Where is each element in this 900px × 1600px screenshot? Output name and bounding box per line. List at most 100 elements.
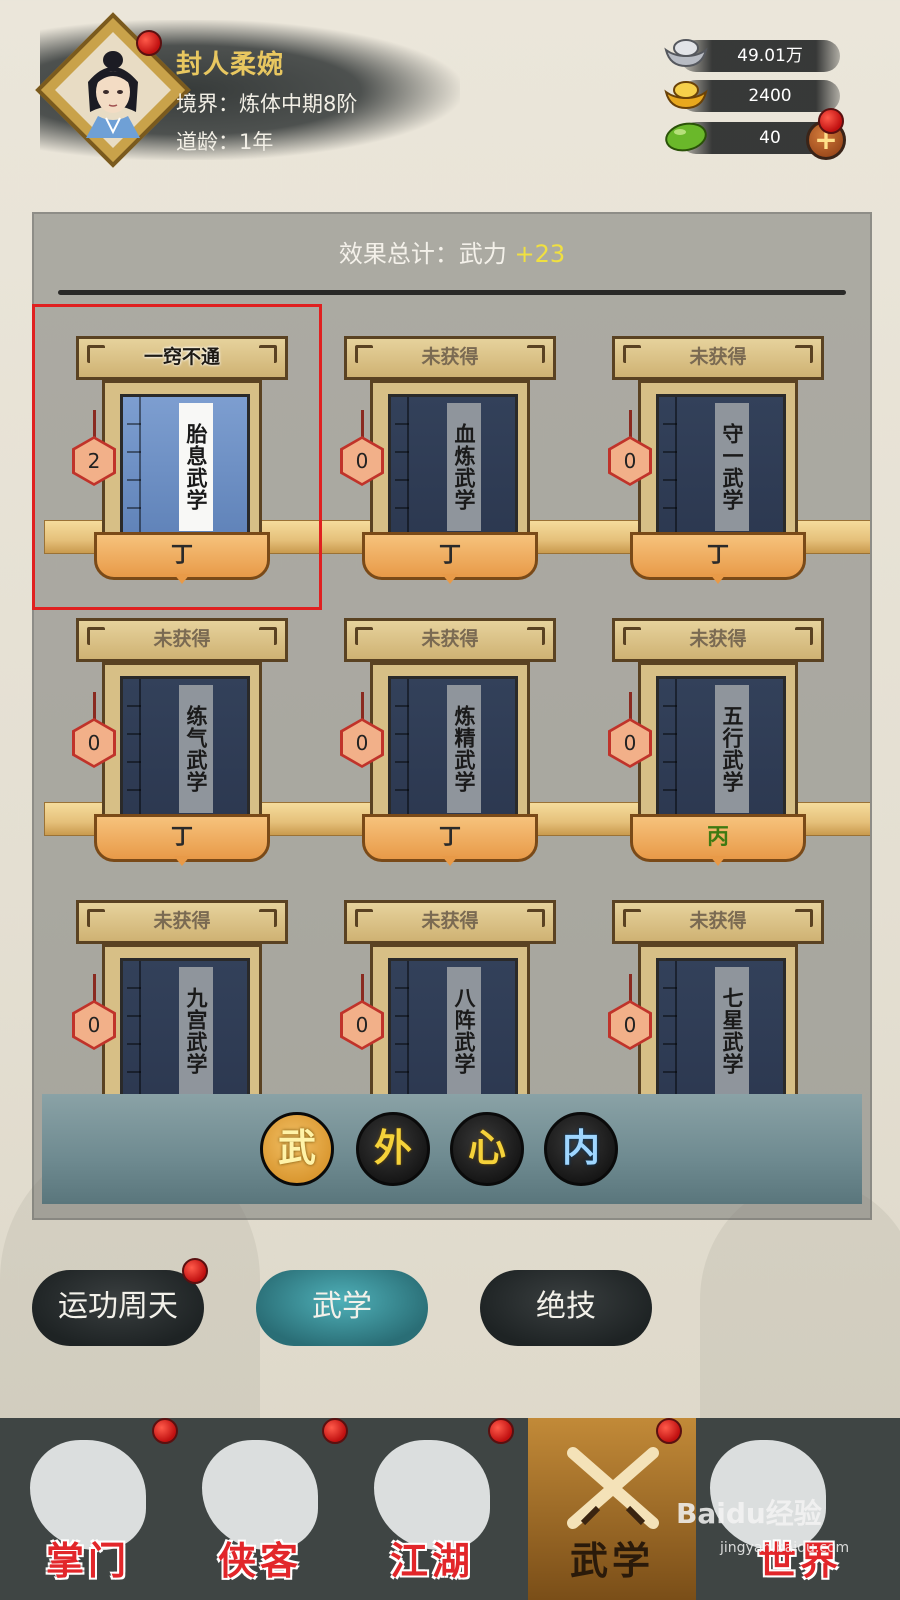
scroll-ornament [259,909,277,927]
scroll-ornament [355,627,373,645]
watermark-url: jingyan.baidu.com [720,1540,850,1556]
fan-icon [30,1440,146,1550]
nav-notification-dot [488,1418,514,1444]
book-title: 五行武学 [715,685,749,813]
book-spine [395,397,409,541]
card-header [612,618,824,662]
book-spine [663,961,677,1104]
gold-currency: 2400 [680,80,840,112]
card-header [612,900,824,944]
book-spine [395,961,409,1104]
grade-banner: 丙 [630,814,806,862]
hex-string [629,410,632,438]
card-header [76,336,288,380]
gourd-icon [374,1440,490,1550]
book-spine [127,679,141,823]
card-header [612,336,824,380]
grade-banner: 丁 [362,532,538,580]
nav-label: 武学 [569,1539,654,1583]
grade-banner: 丁 [94,532,270,580]
book-title: 九宫武学 [179,967,213,1095]
player-age: 道龄：1年 [176,130,274,154]
add-currency-notification-dot [818,108,844,134]
hex-string [93,692,96,720]
scroll-ornament [795,627,813,645]
book-icon: 炼精武学 [388,676,518,826]
book-title: 炼精武学 [447,685,481,813]
effect-summary-value: +23 [514,240,566,268]
grade-banner-tip [174,856,190,866]
count-value: 0 [611,439,649,483]
scroll-ornament [527,627,545,645]
grade-banner: 丁 [94,814,270,862]
nav-label: 侠客 [217,1539,302,1583]
card-header [76,900,288,944]
category-button-wai[interactable]: 外 [356,1112,430,1186]
book-spine [127,961,141,1104]
category-button-wu[interactable]: 武 [260,1112,334,1186]
category-button-xin[interactable]: 心 [450,1112,524,1186]
card-status: 未获得 [689,628,747,650]
card-header [344,336,556,380]
book-title: 八阵武学 [447,967,481,1095]
crossed-swords-icon [567,1447,659,1529]
background-mountain [700,1180,900,1420]
nav-item-sect-master[interactable]: 掌门 [4,1418,172,1600]
scroll-ornament [355,909,373,927]
grade-banner-tip [442,856,458,866]
player-realm: 境界：炼体中期8阶 [176,92,358,116]
grade-banner-tip [710,856,726,866]
martial-arts-card[interactable]: 未获得七星武学 0 [608,900,824,1104]
category-button-nei[interactable]: 内 [544,1112,618,1186]
count-value: 0 [343,1003,381,1047]
landscape-icon [710,1440,826,1550]
effect-summary: 效果总计：武力 +23 [34,234,870,269]
hex-string [361,692,364,720]
card-status: 未获得 [689,910,747,932]
card-status: 未获得 [689,346,747,368]
scroll-ornament [87,345,105,363]
book-title: 七星武学 [715,967,749,1095]
grade-banner-tip [710,574,726,584]
book-spine [663,679,677,823]
book-title: 练气武学 [179,685,213,813]
watermark-brand: Baidu经验 [676,1497,822,1530]
divider [58,290,846,295]
effect-summary-label: 效果总计：武力 [338,240,507,268]
nav-item-world[interactable]: 世界 [700,1418,900,1600]
book-icon: 五行武学 [656,676,786,826]
nav-notification-dot [656,1418,682,1444]
martial-arts-card[interactable]: 未获得八阵武学 0 [340,900,556,1104]
tab-ultimate-skills[interactable]: 绝技 [480,1270,652,1346]
card-status: 未获得 [153,910,211,932]
scroll-ornament [527,345,545,363]
nav-item-heroes[interactable]: 侠客 [176,1418,344,1600]
scroll-ornament [623,909,641,927]
nav-label: 江湖 [389,1539,474,1583]
scroll-ornament [795,909,813,927]
count-value: 2 [75,439,113,483]
book-icon: 血炼武学 [388,394,518,544]
scroll-ornament [259,627,277,645]
nav-item-jianghu[interactable]: 江湖 [348,1418,516,1600]
hex-string [93,974,96,1002]
tab-cultivation-cycle[interactable]: 运功周天 [32,1270,204,1346]
card-status: 未获得 [421,910,479,932]
tab-martial-arts[interactable]: 武学 [256,1270,428,1346]
scroll-ornament [623,345,641,363]
nav-item-martial-arts[interactable]: 武学 [528,1418,696,1600]
count-value: 0 [611,1003,649,1047]
grade-banner-tip [442,574,458,584]
scroll-ornament [623,627,641,645]
book-icon: 胎息武学 [120,394,250,544]
count-value: 0 [75,721,113,765]
avatar-notification-dot [136,30,162,56]
